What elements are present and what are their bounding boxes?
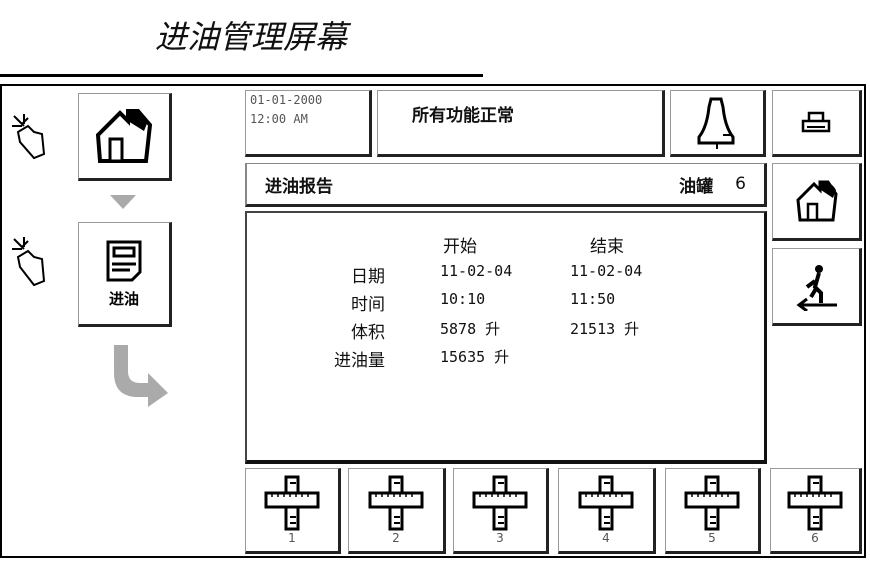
title-divider <box>0 74 483 77</box>
tank-button-label: 4 <box>602 531 610 545</box>
report-header: 进油报告 油罐 6 <box>245 163 767 207</box>
house-icon <box>796 180 838 222</box>
alarm-button[interactable] <box>670 90 766 157</box>
gauge-ruler-icon <box>787 475 843 531</box>
gauge-ruler-icon <box>264 475 320 531</box>
tank-button-label: 5 <box>708 531 716 545</box>
row-start-value: 15635 升 <box>440 348 510 366</box>
tank-number: 6 <box>735 174 746 194</box>
down-arrow-icon <box>110 195 136 209</box>
fuel-delivery-button[interactable]: 进油 <box>78 222 172 327</box>
print-button[interactable] <box>772 90 862 157</box>
datetime-display: 01-01-2000 12:00 AM <box>245 90 372 157</box>
row-label: 日期 <box>351 267 385 287</box>
time-text: 12:00 AM <box>250 112 308 126</box>
report-icon <box>106 240 142 282</box>
row-end-value: 21513 升 <box>570 320 640 338</box>
tank-button-4[interactable]: 4 <box>558 468 656 554</box>
gauge-ruler-icon <box>472 475 528 531</box>
tank-button-label: 1 <box>288 531 296 545</box>
fuel-delivery-label: 进油 <box>108 290 139 308</box>
gauge-ruler-icon <box>684 475 740 531</box>
row-label: 进油量 <box>334 351 385 371</box>
gauge-ruler-icon <box>578 475 634 531</box>
printer-icon <box>801 111 831 132</box>
row-label: 时间 <box>351 295 385 315</box>
home-step-button[interactable] <box>78 93 172 181</box>
row-start-value: 10:10 <box>440 290 486 308</box>
row-end-value: 11:50 <box>570 290 616 308</box>
tank-button-1[interactable]: 1 <box>245 468 341 554</box>
tank-button-label: 3 <box>496 531 504 545</box>
row-label: 体积 <box>351 323 385 343</box>
bell-icon <box>697 97 735 149</box>
tank-label: 油罐 <box>679 176 714 197</box>
tank-button-6[interactable]: 6 <box>770 468 862 554</box>
hand-tap-icon <box>12 114 46 160</box>
status-message: 所有功能正常 <box>377 90 665 157</box>
gauge-ruler-icon <box>368 475 424 531</box>
row-end-value: 11-02-04 <box>570 262 643 280</box>
col-end-header: 结束 <box>590 237 624 257</box>
row-start-value: 11-02-04 <box>440 262 513 280</box>
report-panel <box>245 211 767 464</box>
tank-button-3[interactable]: 3 <box>453 468 549 554</box>
date-text: 01-01-2000 <box>250 93 323 107</box>
curved-arrow-icon <box>114 345 168 407</box>
screen-frame <box>0 84 866 558</box>
col-start-header: 开始 <box>443 237 477 257</box>
page-title: 进油管理屏幕 <box>155 18 348 56</box>
hand-tap-icon <box>12 237 46 287</box>
home-button[interactable] <box>772 163 862 241</box>
tank-button-2[interactable]: 2 <box>348 468 446 554</box>
row-start-value: 5878 升 <box>440 320 501 338</box>
house-icon <box>95 109 153 163</box>
report-title: 进油报告 <box>265 176 333 197</box>
tank-button-5[interactable]: 5 <box>665 468 761 554</box>
tank-button-label: 2 <box>392 531 400 545</box>
exit-icon <box>796 265 837 311</box>
tank-button-label: 6 <box>811 531 819 545</box>
exit-button[interactable] <box>772 248 862 326</box>
